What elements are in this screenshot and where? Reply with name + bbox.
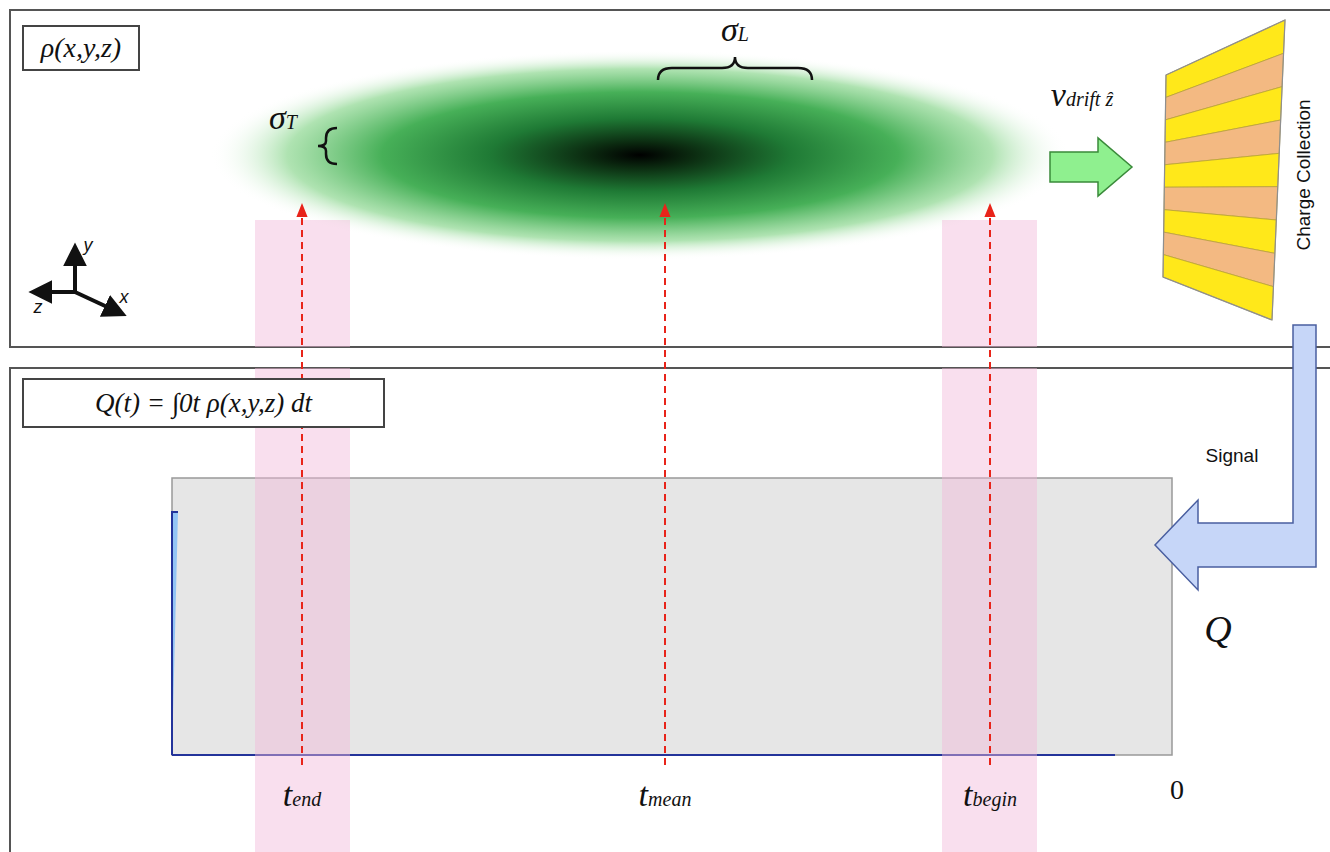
- formula-box: ρ(x,y,z): [22, 25, 140, 71]
- time-label: tmean: [639, 776, 692, 813]
- time-label: tbegin: [963, 776, 1017, 813]
- sigma-l-brace: [658, 57, 812, 80]
- axis-label: z: [34, 298, 43, 318]
- top-panel: [10, 10, 1330, 347]
- signal-arrow: [1155, 325, 1316, 590]
- sigma-t-brace: [318, 128, 337, 164]
- formula-text: Q(t) = ∫0t ρ(x,y,z) dt: [95, 388, 312, 419]
- axis-label: Q: [1204, 609, 1231, 651]
- sigma-l-label: σL: [721, 11, 749, 48]
- charge-collection-plane: Charge Collection: [1158, 15, 1323, 330]
- axis-label: x: [120, 288, 129, 308]
- time-label: tend: [283, 776, 321, 813]
- time-marker: [302, 210, 990, 765]
- formula-text: ρ(x,y,z): [41, 32, 121, 64]
- charge-curve: [172, 512, 178, 755]
- signal-label: Signal: [1206, 446, 1259, 467]
- bottom-panel: [10, 368, 1330, 852]
- axis-label: 0: [1170, 775, 1184, 806]
- node-label: Charge Collection: [1293, 99, 1315, 250]
- drift-arrow: [1050, 138, 1132, 196]
- drift-velocity-label: vdrift ẑ: [1051, 76, 1113, 113]
- formula-box: Q(t) = ∫0t ρ(x,y,z) dt: [22, 378, 385, 428]
- axis-label: y: [84, 236, 93, 256]
- axes: [38, 252, 118, 312]
- sigma-t-label: σT: [269, 99, 297, 136]
